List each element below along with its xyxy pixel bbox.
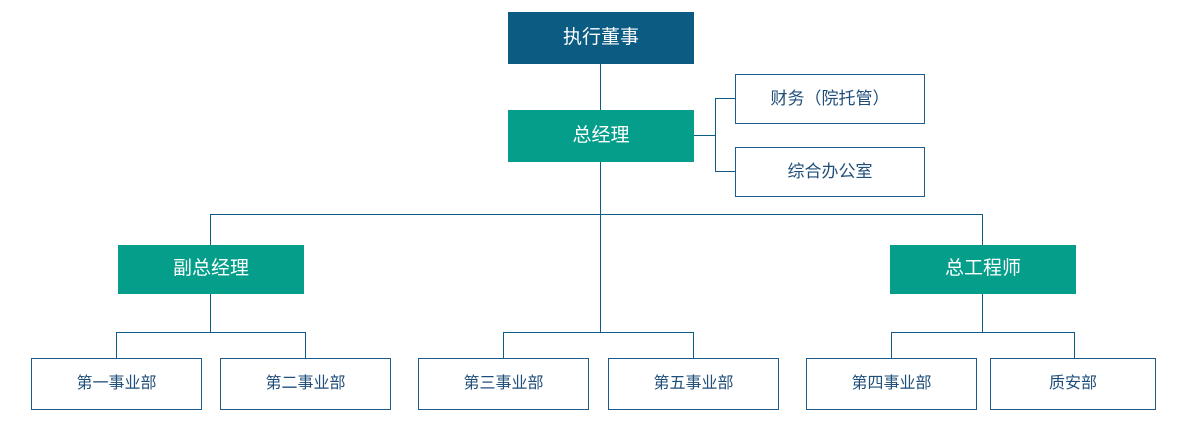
connector-to-division-2 [305,332,306,358]
node-general-office[interactable]: 综合办公室 [735,147,925,197]
connector-to-division-3 [503,332,504,358]
node-general-manager[interactable]: 总经理 [508,110,694,162]
connector-to-finance-dept [715,98,735,99]
connector-staff-riser [715,98,716,172]
connector-deputy-gm-bar [116,332,305,333]
connector-to-division-1 [116,332,117,358]
node-division-4[interactable]: 第四事业部 [806,358,977,410]
node-label-chief-engineer: 总工程师 [944,258,1021,280]
connector-level3-bar [210,214,983,215]
node-label-finance-dept: 财务（院托管） [770,88,890,108]
node-label-deputy-general-manager: 副总经理 [172,258,249,280]
node-division-2[interactable]: 第二事业部 [220,358,391,410]
connector-gm-right-stub [693,135,716,136]
connector-to-deputy-gm [210,214,211,245]
connector-to-quality-safety [1074,332,1075,358]
node-division-3[interactable]: 第三事业部 [418,358,589,410]
node-label-general-manager: 总经理 [572,124,630,146]
node-label-quality-safety-dept: 质安部 [1048,375,1097,393]
node-executive-director[interactable]: 执行董事 [508,12,694,64]
node-division-5[interactable]: 第五事业部 [608,358,779,410]
connector-to-division-5 [693,332,694,358]
connector-chief-engineer-bar [891,332,1074,333]
node-finance-dept[interactable]: 财务（院托管） [735,74,925,124]
node-label-division-2: 第二事业部 [265,375,346,393]
node-label-division-4: 第四事业部 [851,375,932,393]
node-deputy-general-manager[interactable]: 副总经理 [118,245,304,294]
node-label-division-3: 第三事业部 [463,375,544,393]
connector-gm-bottom-bar [503,332,693,333]
connector-director-to-gm [600,63,601,110]
connector-gm-spine [600,161,601,332]
connector-to-general-office [715,171,735,172]
node-label-division-5: 第五事业部 [653,375,734,393]
node-quality-safety-dept[interactable]: 质安部 [990,358,1156,410]
node-label-general-office: 综合办公室 [787,161,873,181]
connector-chief-engineer-drop [982,293,983,332]
node-division-1[interactable]: 第一事业部 [31,358,202,410]
node-chief-engineer[interactable]: 总工程师 [890,245,1076,294]
node-label-division-1: 第一事业部 [76,375,157,393]
connector-deputy-gm-drop [210,293,211,332]
connector-to-chief-engineer [982,214,983,245]
node-label-executive-director: 执行董事 [562,26,639,48]
connector-to-division-4 [891,332,892,358]
